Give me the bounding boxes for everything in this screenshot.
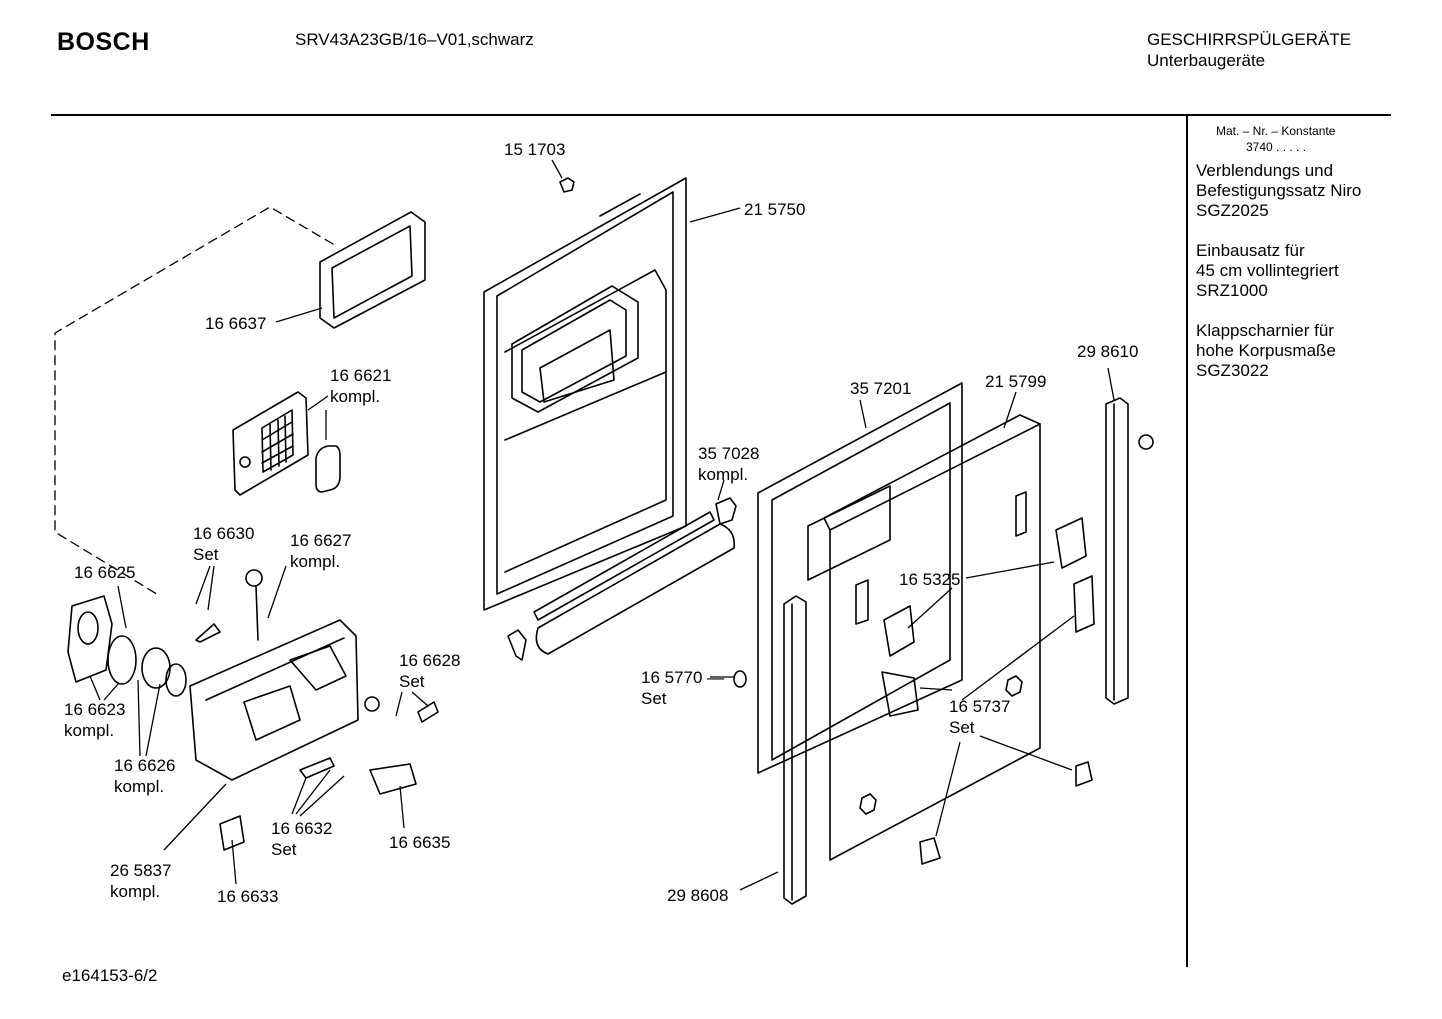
part-number-text: 16 5770 xyxy=(641,668,703,687)
part-suffix: kompl. xyxy=(64,721,115,740)
accessory-line1: Klappscharnier für xyxy=(1196,321,1334,340)
part-label-298608: 29 8608 xyxy=(667,886,729,905)
part-label-151703: 15 1703 xyxy=(504,140,566,159)
hinge-parts xyxy=(733,517,1095,865)
part-number: 35 7028 xyxy=(698,444,760,463)
part-label-166627: 16 6627 kompl. xyxy=(290,530,351,572)
leader-lines xyxy=(89,159,1115,891)
filter-grille-part xyxy=(232,391,341,496)
part-label-166637: 16 6637 xyxy=(205,314,267,333)
part-label-357028: 35 7028 kompl. xyxy=(698,443,759,485)
accessory-line2: Befestigungssatz Niro xyxy=(1196,181,1362,200)
part-number: 16 6628 xyxy=(399,651,461,670)
part-label-166635: 16 6635 xyxy=(389,833,451,852)
accessory-line2: 45 cm vollintegriert xyxy=(1196,261,1339,280)
door-strip-part xyxy=(507,497,737,661)
part-number: 16 6632 xyxy=(271,819,333,838)
outer-panel-part xyxy=(757,382,963,774)
part-number: 16 6621 xyxy=(330,366,392,385)
category-title: GESCHIRRSPÜLGERÄTE xyxy=(1147,30,1352,49)
part-suffix: Set xyxy=(193,545,219,564)
part-number: 16 6630 xyxy=(193,524,255,543)
dashed-assembly-outline xyxy=(54,206,334,597)
sidebar-divider xyxy=(1186,116,1188,967)
part-number: 26 5837 xyxy=(110,861,172,880)
part-label-357201: 35 7201 xyxy=(850,379,912,398)
fan-parts xyxy=(67,569,439,851)
part-suffix: Set xyxy=(641,689,667,708)
part-label-166632: 16 6632 Set xyxy=(271,818,332,860)
fan-housing-part xyxy=(189,619,359,781)
part-label-166628: 16 6628 Set xyxy=(399,650,460,692)
accessory-code: SRZ1000 xyxy=(1196,281,1268,300)
screw-part xyxy=(559,177,575,193)
side-rail-right-part xyxy=(1105,397,1154,705)
exploded-parts-drawing xyxy=(54,159,1154,905)
accessory-code: SGZ2025 xyxy=(1196,201,1269,220)
part-label-215799: 21 5799 xyxy=(985,372,1047,391)
accessory-sgz2025: Verblendungs und Befestigungssatz Niro S… xyxy=(1196,161,1361,221)
accessory-line1: Verblendungs und xyxy=(1196,161,1334,180)
part-number: 16 6623 xyxy=(64,700,126,719)
mat-nr-value: 3740 . . . . . xyxy=(1246,140,1307,154)
part-label-166623: 16 6623 kompl. xyxy=(64,699,125,741)
part-number: 16 6626 xyxy=(114,756,176,775)
inner-door-panel-part xyxy=(483,177,687,611)
side-rail-left-part xyxy=(783,595,807,905)
gasket-frame-part xyxy=(319,211,426,329)
accessory-line1: Einbausatz für xyxy=(1196,241,1305,260)
part-suffix: Set xyxy=(399,672,425,691)
part-suffix: kompl. xyxy=(110,882,161,901)
accessory-sgz3022: Klappscharnier für hohe Korpusmaße SGZ30… xyxy=(1196,321,1336,381)
part-suffix: kompl. xyxy=(330,387,381,406)
part-label-215750: 21 5750 xyxy=(744,200,806,219)
door-front-part xyxy=(807,414,1041,861)
part-label-298610: 29 8610 xyxy=(1077,342,1139,361)
part-label-166630: 16 6630 Set xyxy=(193,523,254,565)
part-suffix: kompl. xyxy=(290,552,341,571)
brand-logo: BOSCH xyxy=(57,28,150,56)
part-number: 16 5737 xyxy=(949,697,1011,716)
mat-nr-label: Mat. – Nr. – Konstante xyxy=(1216,124,1336,138)
part-suffix: Set xyxy=(949,718,975,737)
part-number: 16 6627 xyxy=(290,531,352,550)
accessory-line2: hohe Korpusmaße xyxy=(1196,341,1336,360)
part-label-165770: 16 5770 — Set xyxy=(641,667,724,709)
part-suffix: kompl. xyxy=(698,465,749,484)
part-label-165325: 16 5325 xyxy=(899,570,961,589)
part-label-265837: 26 5837 kompl. xyxy=(110,860,171,902)
model-number: SRV43A23GB/16–V01,schwarz xyxy=(295,30,534,49)
category-subtitle: Unterbaugeräte xyxy=(1147,51,1266,70)
part-suffix: kompl. xyxy=(114,777,165,796)
accessory-code: SGZ3022 xyxy=(1196,361,1269,380)
accessory-srz1000: Einbausatz für 45 cm vollintegriert SRZ1… xyxy=(1196,241,1339,301)
drawing-code: e164153-6/2 xyxy=(62,966,158,985)
part-label-166626: 16 6626 kompl. xyxy=(114,755,175,797)
part-label-165737: 16 5737 Set xyxy=(949,696,1010,738)
part-label-166633: 16 6633 xyxy=(217,887,279,906)
part-number: 16 5770 — xyxy=(641,668,725,687)
part-label-166621: 16 6621 kompl. xyxy=(330,365,391,407)
part-label-166625: 16 6625 xyxy=(74,563,136,582)
header-divider xyxy=(51,114,1391,116)
part-suffix: Set xyxy=(271,840,297,859)
